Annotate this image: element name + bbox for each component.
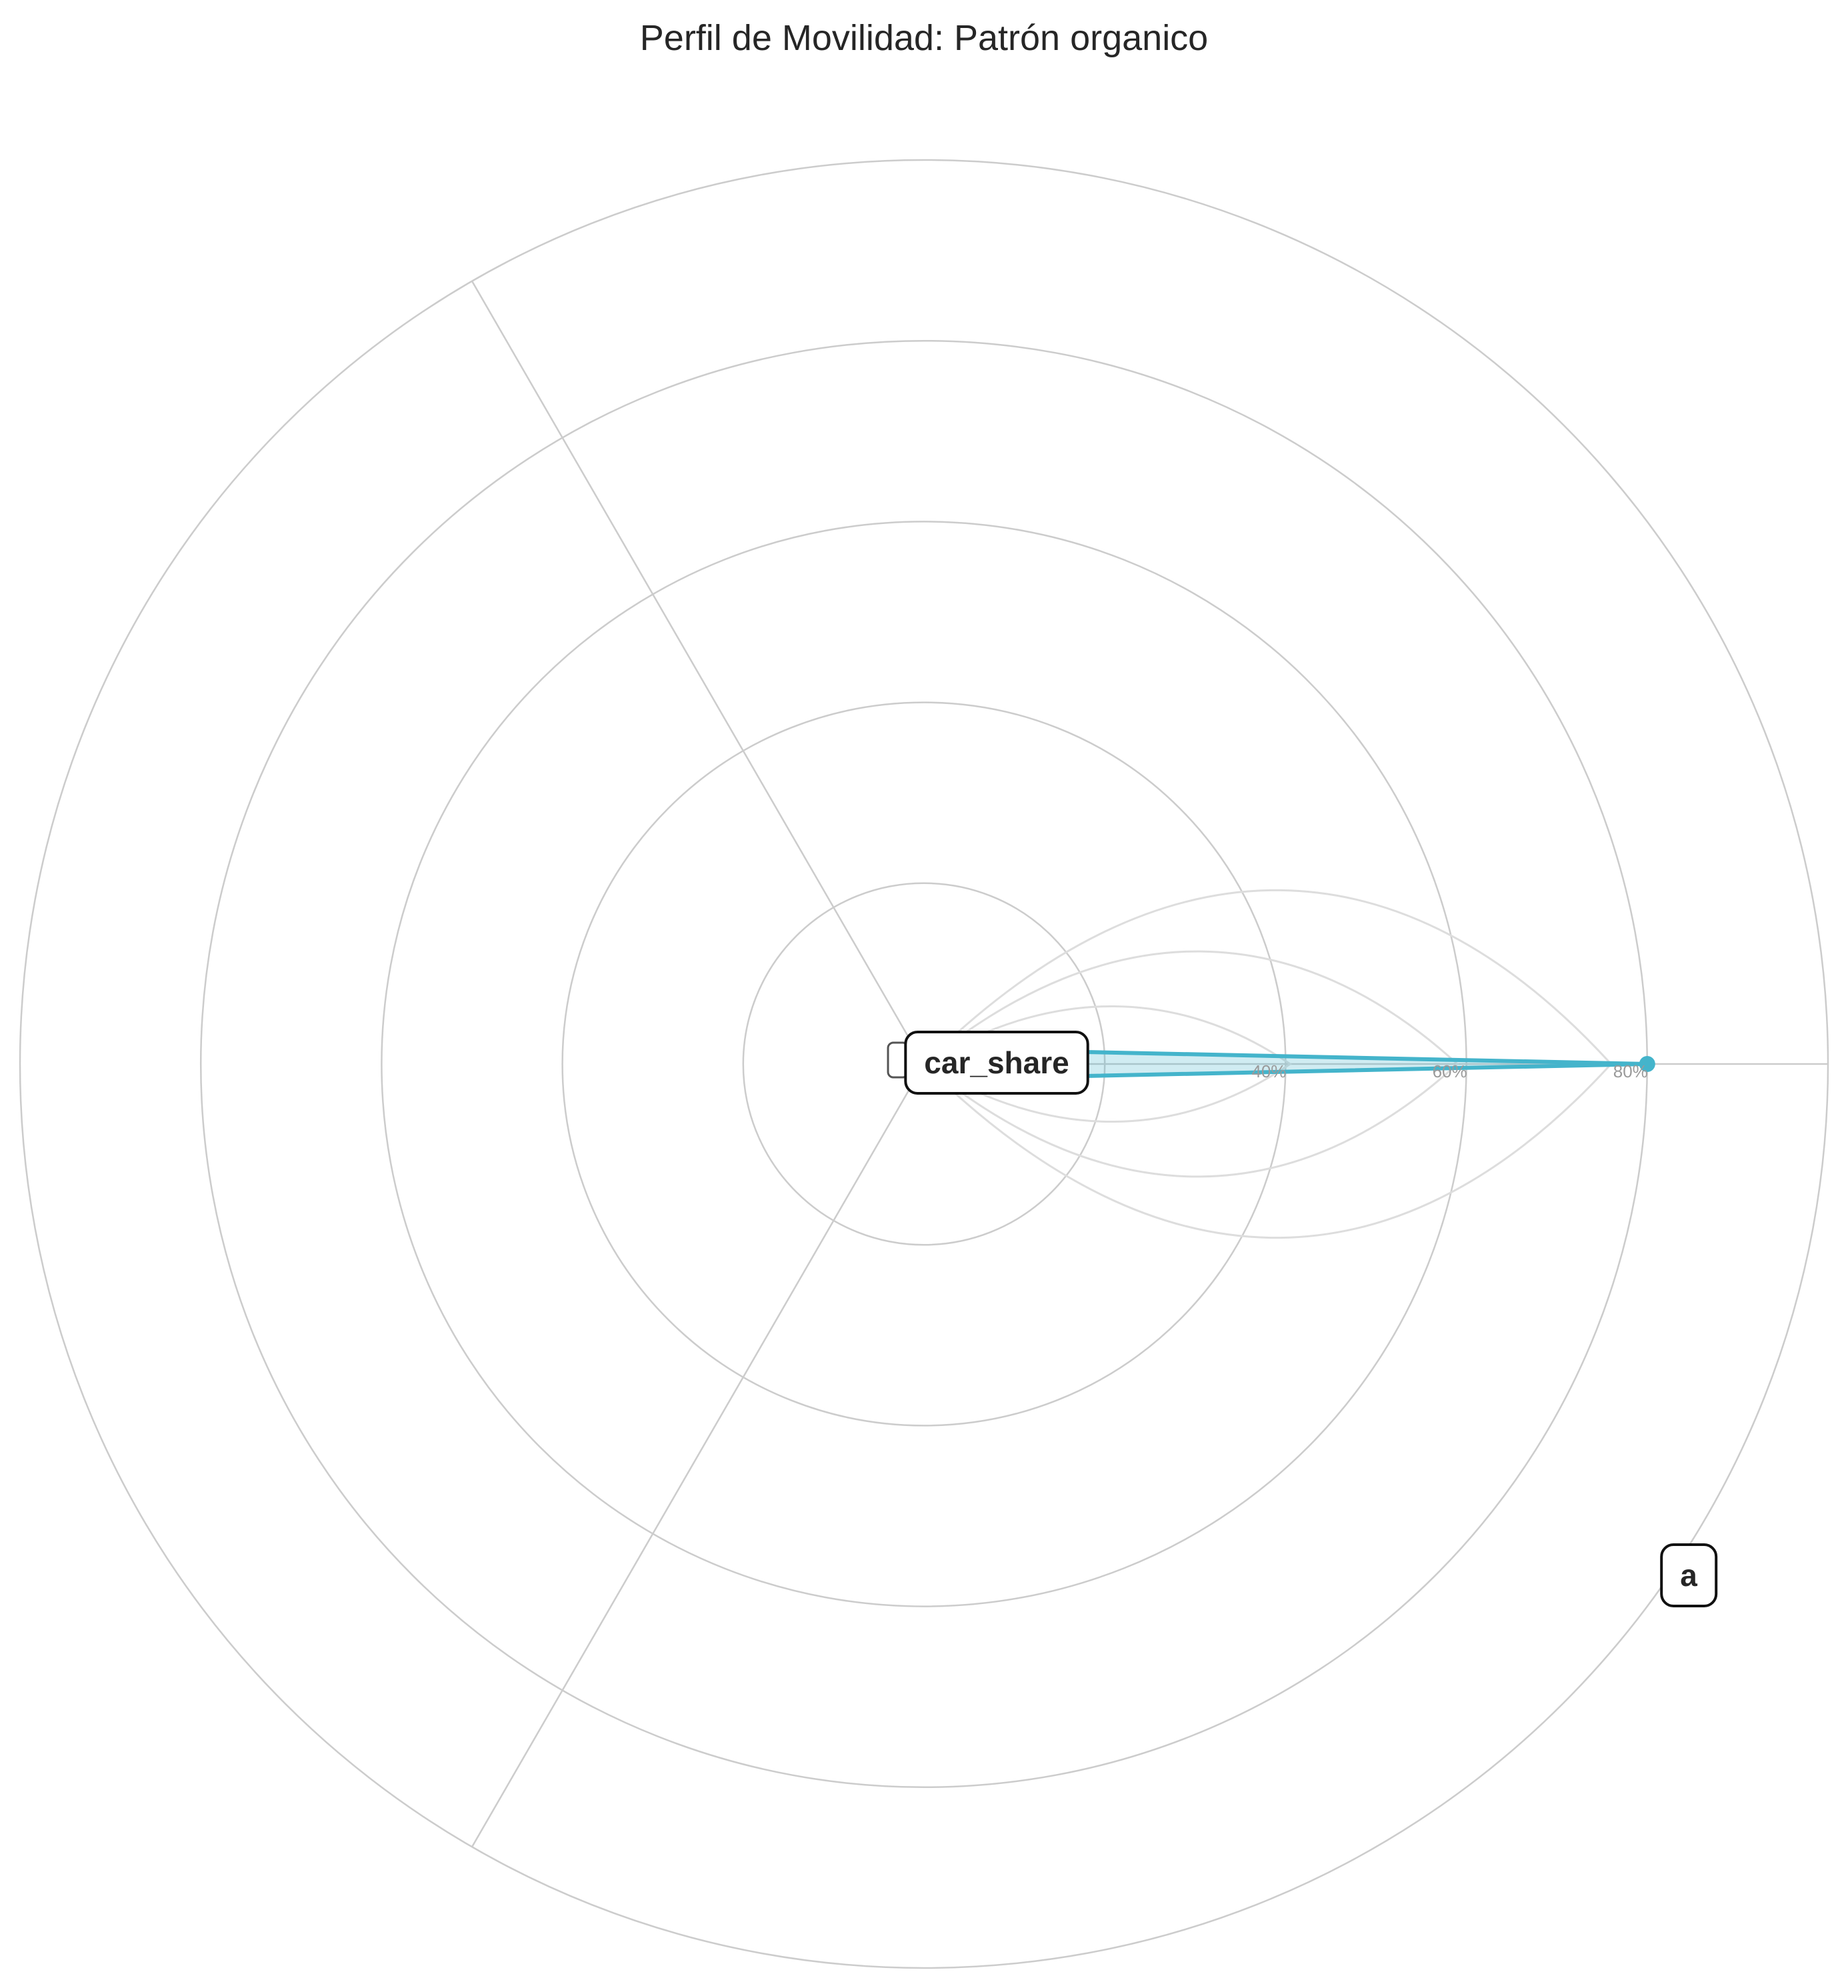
category-label-a-group: a bbox=[1660, 1543, 1718, 1607]
reference-shape-1 bbox=[922, 950, 1459, 1178]
spoke-2 bbox=[471, 1063, 925, 1847]
category-label-car-share-box bbox=[904, 1031, 1089, 1095]
category-label-car-share: car_share bbox=[924, 1045, 1069, 1080]
radial-tick-label: 60% bbox=[1433, 1061, 1467, 1081]
radial-tick-label: 80% bbox=[1613, 1061, 1648, 1081]
data-point-0 bbox=[1639, 1056, 1655, 1072]
category-label-a-box bbox=[1660, 1543, 1718, 1607]
series-area bbox=[915, 1048, 1647, 1080]
radial-tick-label: 40% bbox=[1251, 1061, 1286, 1081]
category-label-car-share-group: car_share bbox=[904, 1031, 1089, 1095]
category-label-a: a bbox=[1680, 1558, 1697, 1593]
reference-shape-0 bbox=[922, 1005, 1292, 1123]
chart-title: Perfil de Movilidad: Patrón organico bbox=[640, 18, 1208, 58]
spoke-1 bbox=[471, 281, 925, 1065]
